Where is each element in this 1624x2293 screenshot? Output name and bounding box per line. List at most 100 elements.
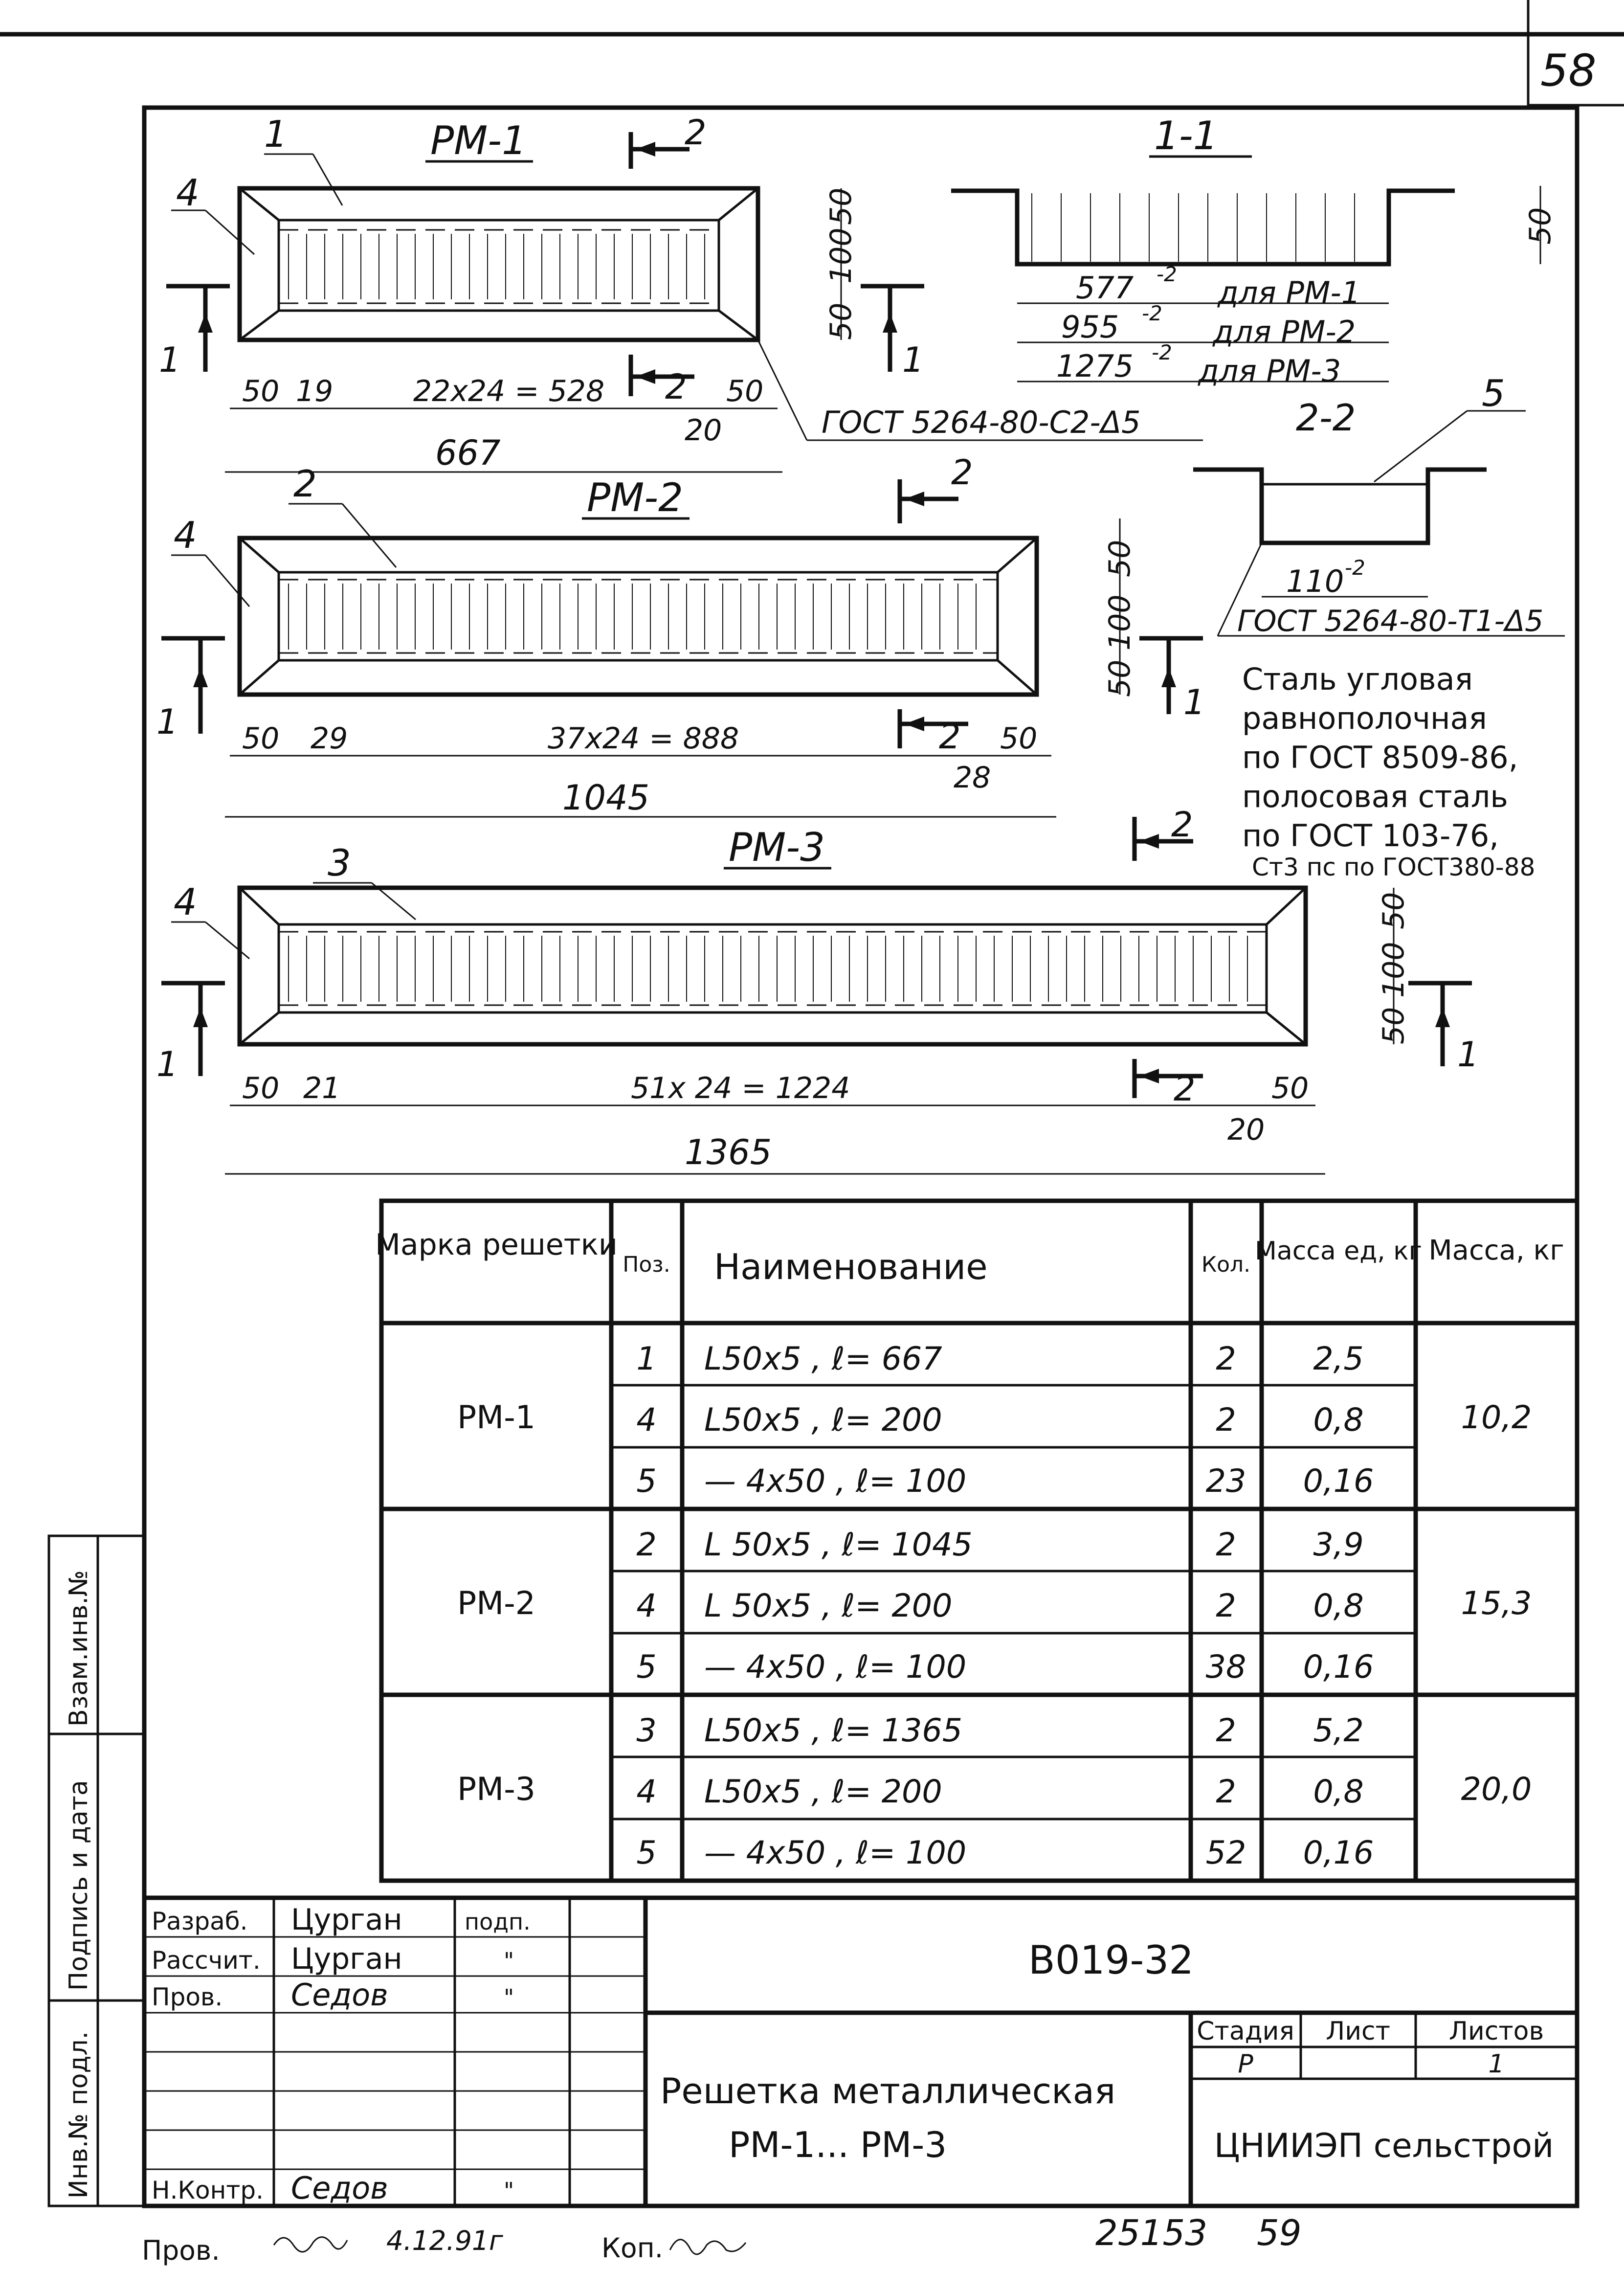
svg-text:2: 2 bbox=[1216, 1588, 1236, 1624]
cut-mark: 2 bbox=[685, 112, 707, 153]
cut-mark: 2 bbox=[1171, 805, 1193, 845]
svg-text:0,8: 0,8 bbox=[1313, 1588, 1363, 1624]
sheets-value: 1 bbox=[1488, 2049, 1504, 2079]
svg-text:Пров.: Пров. bbox=[152, 1983, 222, 2011]
group-total-mass: 10,2 bbox=[1461, 1399, 1532, 1436]
svg-text:38: 38 bbox=[1206, 1649, 1246, 1686]
header-mark: Марка решетки bbox=[375, 1228, 618, 1262]
plan-title: РМ-1 bbox=[430, 118, 527, 163]
frame-outer bbox=[237, 536, 1039, 697]
drawing-title: Решетка металлическая bbox=[660, 2070, 1115, 2112]
svg-text:Н.Контр.: Н.Контр. bbox=[152, 2176, 264, 2204]
dim-label: для РМ-1 bbox=[1217, 275, 1360, 311]
stage-value: Р bbox=[1238, 2049, 1253, 2079]
svg-text:-2: -2 bbox=[1345, 556, 1365, 580]
svg-text:955: 955 bbox=[1061, 309, 1119, 345]
svg-text:L 50х5 , ℓ= 1045: L 50х5 , ℓ= 1045 bbox=[704, 1527, 973, 1563]
row-name: L50х5 , ℓ= 667 bbox=[704, 1341, 942, 1377]
svg-text:-2: -2 bbox=[1157, 262, 1177, 286]
page-number: 59 bbox=[1257, 2212, 1302, 2253]
svg-text:50: 50 bbox=[726, 374, 763, 408]
sheets-label: Листов bbox=[1449, 2017, 1544, 2046]
svg-text:1: 1 bbox=[1457, 1034, 1479, 1075]
svg-text:": " bbox=[504, 1948, 514, 1974]
dim-span: 37х24 = 888 bbox=[548, 721, 739, 756]
group-mark: РМ-1 bbox=[457, 1399, 535, 1436]
title-block: Разраб. Цурган подп. Рассчит. Цурган " П… bbox=[142, 1895, 1580, 2208]
dim-height-bot: 50 bbox=[824, 303, 858, 340]
section-title: 1-1 bbox=[1154, 113, 1218, 158]
group-total-mass: 20,0 bbox=[1461, 1771, 1532, 1808]
row-qty: 2 bbox=[1216, 1341, 1236, 1377]
dim-height-bot: 50 bbox=[1103, 660, 1137, 697]
bar-pattern bbox=[288, 936, 1248, 1002]
svg-text:— 4х50 , ℓ= 100: — 4х50 , ℓ= 100 bbox=[704, 1463, 966, 1500]
header-total-mass: Масса, кг bbox=[1428, 1235, 1564, 1266]
dim-value: 110 bbox=[1286, 563, 1344, 599]
position-label: 1 bbox=[264, 112, 288, 156]
dim-frame: 50 bbox=[242, 1071, 279, 1105]
section-mark: 1 bbox=[156, 1044, 178, 1084]
svg-text:5: 5 bbox=[636, 1463, 656, 1500]
copy-label: Коп. bbox=[601, 2232, 663, 2264]
frame-position-label: 4 bbox=[176, 171, 200, 214]
svg-text:Седов: Седов bbox=[291, 2170, 388, 2206]
sheet-number: 58 bbox=[1540, 45, 1597, 96]
svg-text:Цурган: Цурган bbox=[291, 1942, 402, 1976]
bar-pattern bbox=[288, 584, 977, 650]
position-label: 2 bbox=[293, 462, 317, 505]
dim-height-top: 50 bbox=[1103, 540, 1137, 577]
material-note: Сталь угловая bbox=[1242, 661, 1473, 697]
document-code: В019-32 bbox=[1028, 1937, 1194, 1983]
frame-position-label: 4 bbox=[174, 880, 197, 923]
dim-height-mid: 100 bbox=[1377, 942, 1411, 998]
dim-span: 51х 24 = 1224 bbox=[631, 1071, 850, 1105]
role-name: Цурган bbox=[291, 1903, 402, 1937]
svg-text:для РМ-3: для РМ-3 bbox=[1198, 353, 1341, 389]
svg-text:5,2: 5,2 bbox=[1313, 1712, 1363, 1749]
svg-text:4: 4 bbox=[636, 1402, 656, 1439]
role-sign: подп. bbox=[465, 1909, 531, 1935]
section-title: 2-2 bbox=[1296, 396, 1356, 439]
dim-total: 1365 bbox=[685, 1132, 772, 1172]
original-inv-label: Инв.№ подл. bbox=[64, 2031, 93, 2199]
svg-text:0,16: 0,16 bbox=[1303, 1649, 1374, 1686]
section-1-1: 1-1 50 577 -2 для РМ-1 955 -2 для РМ-2 1… bbox=[951, 113, 1557, 389]
side-stamp: Взам.инв.№ Подпись и дата Инв.№ подл. bbox=[47, 1534, 146, 2207]
svg-text:3: 3 bbox=[636, 1712, 656, 1749]
replaces-inv-label: Взам.инв.№ bbox=[64, 1570, 93, 1727]
bar-pattern bbox=[288, 234, 705, 299]
plan-rm-2: РМ-2 2 4 1 1 2 2 50 100 50 50 29 bbox=[156, 452, 1205, 818]
group-mark: РМ-2 bbox=[457, 1585, 535, 1622]
position-label: 3 bbox=[328, 841, 351, 884]
svg-text:0,16: 0,16 bbox=[1303, 1463, 1374, 1500]
svg-text:— 4х50 , ℓ= 100: — 4х50 , ℓ= 100 bbox=[704, 1649, 966, 1686]
header-qty: Кол. bbox=[1201, 1252, 1250, 1277]
frame-outer bbox=[237, 885, 1308, 1047]
signature-mark bbox=[273, 2236, 348, 2253]
svg-text:0,16: 0,16 bbox=[1303, 1835, 1374, 1871]
weld-note: ГОСТ 5264-80-С2-Δ5 bbox=[822, 405, 1141, 440]
weld-note: ГОСТ 5264-80-Т1-Δ5 bbox=[1237, 604, 1543, 638]
svg-text:23: 23 bbox=[1206, 1463, 1246, 1500]
dim-height-top: 50 bbox=[1377, 892, 1411, 929]
dim-end: 20 bbox=[685, 413, 722, 448]
sheet-label: Лист bbox=[1326, 2017, 1390, 2046]
header-pos: Поз. bbox=[623, 1252, 670, 1277]
drawing-subtitle: РМ-1... РМ-3 bbox=[729, 2124, 947, 2165]
row-mass: 2,5 bbox=[1313, 1341, 1363, 1377]
dim-value: 577 bbox=[1076, 270, 1134, 306]
date: 4.12.91г bbox=[386, 2225, 504, 2256]
svg-text:1: 1 bbox=[902, 340, 924, 380]
svg-text:L50х5 , ℓ= 200: L50х5 , ℓ= 200 bbox=[704, 1774, 942, 1810]
checked-label: Пров. bbox=[142, 2235, 220, 2266]
svg-text:2: 2 bbox=[1216, 1774, 1236, 1810]
svg-text:по ГОСТ 103-76,: по ГОСТ 103-76, bbox=[1242, 818, 1499, 854]
footer: Пров. 4.12.91г Коп. 25153 59 bbox=[142, 2212, 1302, 2266]
frame-inner bbox=[277, 219, 720, 312]
dim-end: 28 bbox=[954, 761, 991, 795]
organization: ЦНИИЭП сельстрой bbox=[1214, 2127, 1554, 2165]
dim-side: 19 bbox=[296, 374, 333, 408]
frame-inner bbox=[277, 923, 1268, 1014]
